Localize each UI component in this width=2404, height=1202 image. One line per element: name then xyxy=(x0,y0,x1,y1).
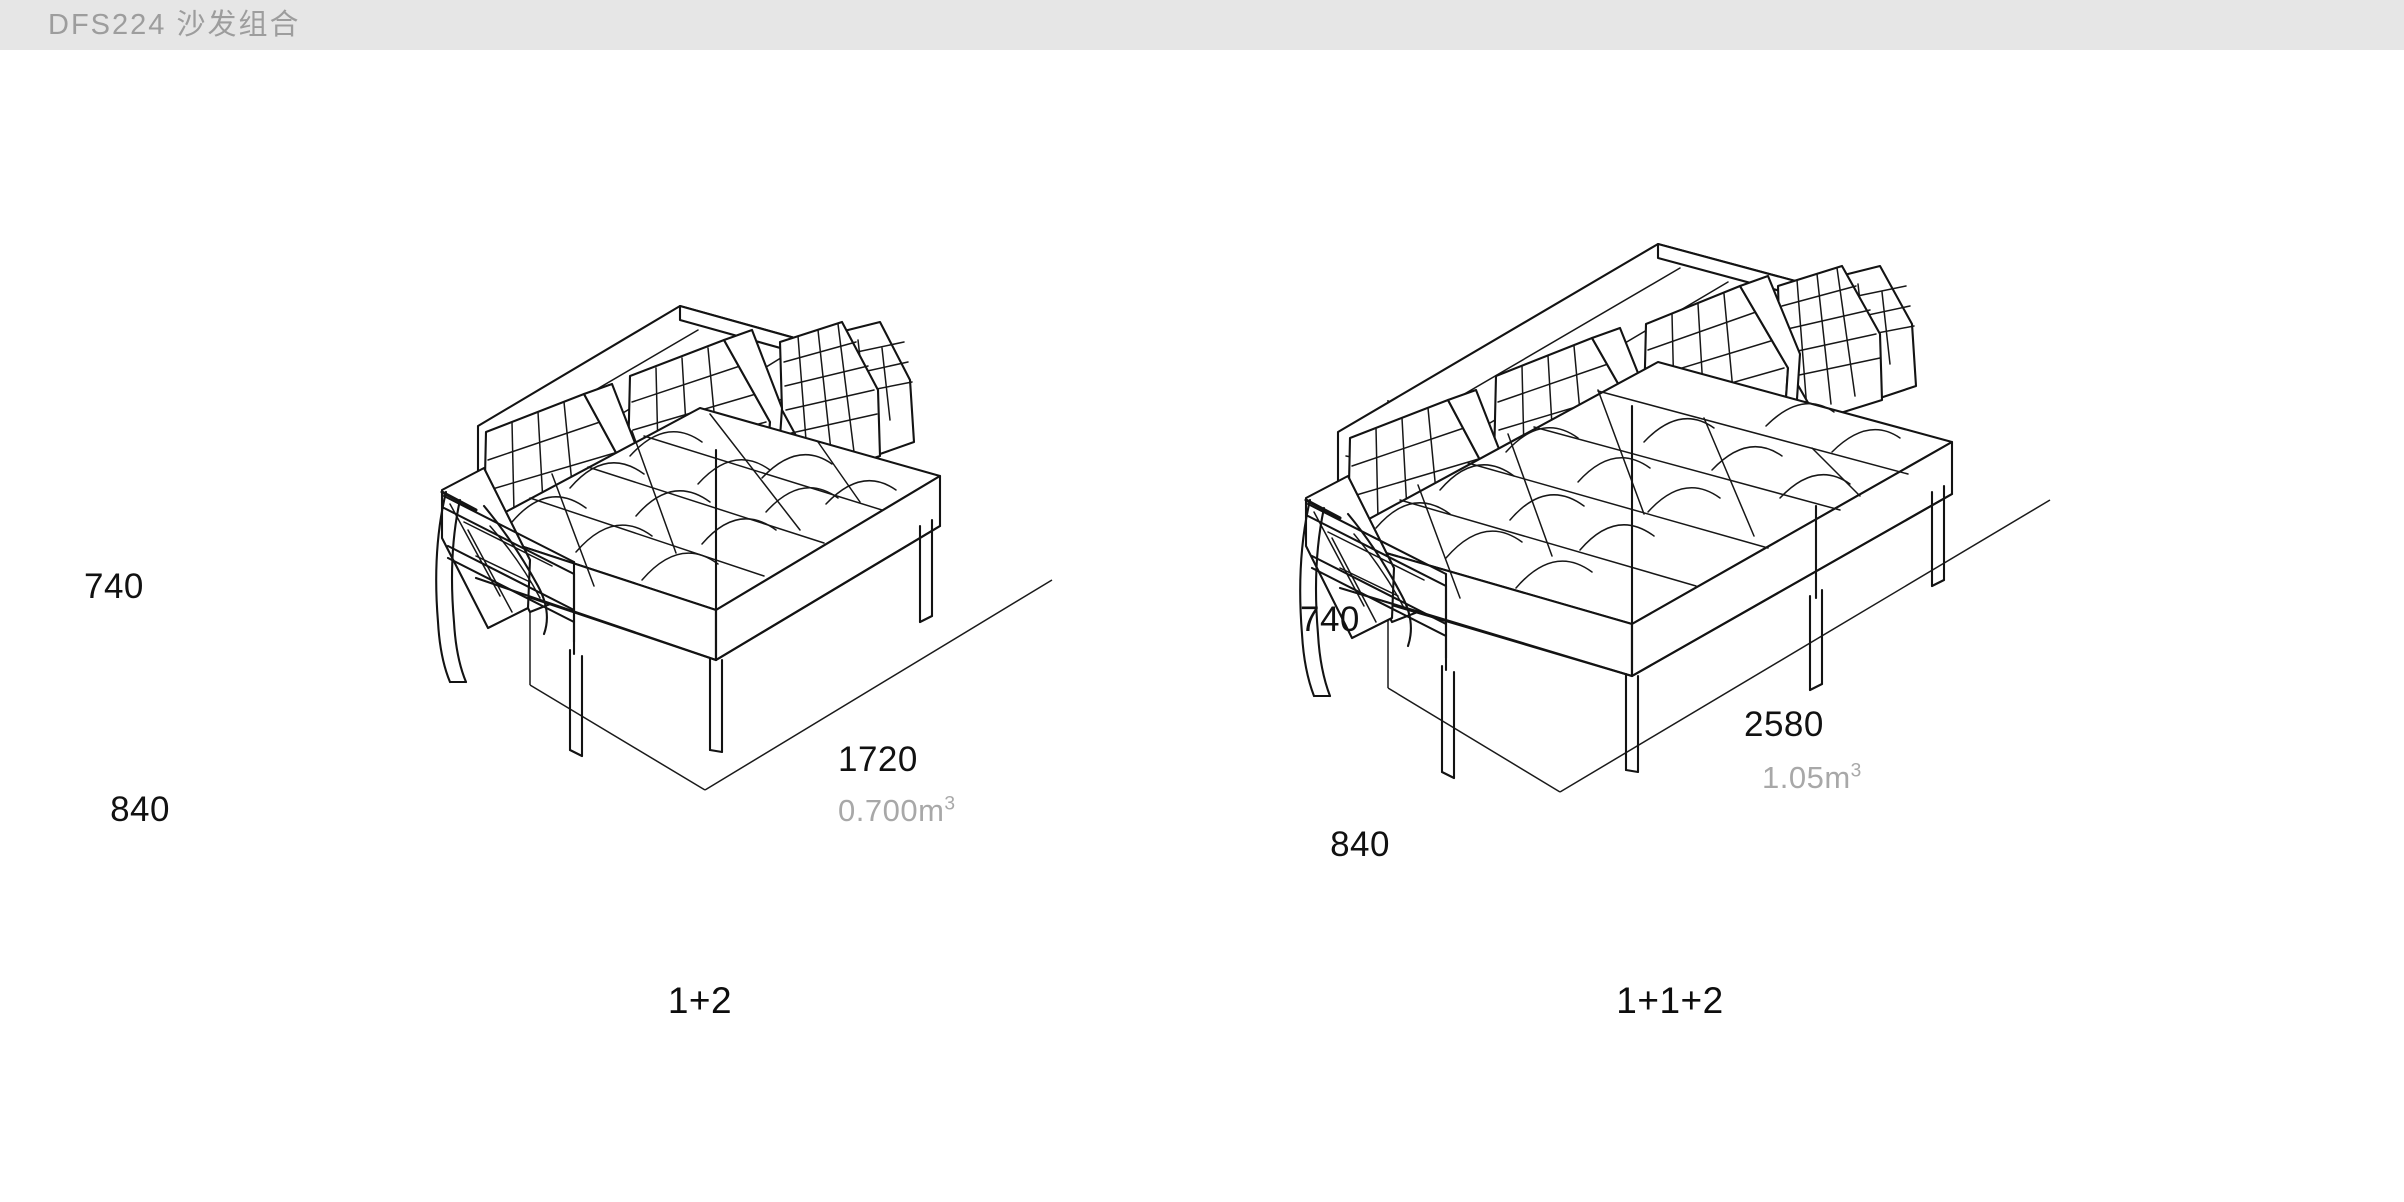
product-figure-1-plus-1-plus-2[interactable] xyxy=(1260,200,2100,870)
page-header-bar: DFS224 沙发组合 xyxy=(0,0,2404,50)
page-title: DFS224 沙发组合 xyxy=(48,9,301,41)
frame-rail-right xyxy=(1630,492,1954,678)
sofa-isometric-line-drawing xyxy=(435,304,1053,791)
frame-rail-right xyxy=(714,524,942,662)
dimension-depth-label-left: 840 xyxy=(110,790,170,829)
volume-value-right: 1.05 xyxy=(1762,760,1825,795)
dimension-width-label-right: 2580 xyxy=(1744,705,1824,744)
frame-rail-front xyxy=(1338,586,1634,678)
dimension-width-label-left: 1720 xyxy=(838,740,918,779)
sofa-isometric-line-drawing xyxy=(1299,242,2051,793)
volume-unit-left: m xyxy=(918,793,945,828)
sofa-body xyxy=(1299,242,1954,780)
product-stage: 740 840 1720 0.700m3 1+2 xyxy=(0,50,2404,1202)
product-caption-left: 1+2 xyxy=(667,980,733,1021)
dimension-height-label-left: 740 xyxy=(84,567,144,606)
volume-exponent-left: 3 xyxy=(944,793,956,815)
volume-unit-right: m xyxy=(1824,760,1851,795)
sofa-legs xyxy=(435,490,934,758)
product-caption-right: 1+1+2 xyxy=(1616,980,1724,1021)
dimension-height-label-right: 740 xyxy=(1300,600,1360,639)
frame-rail-front xyxy=(474,576,718,662)
product-figure-1-plus-2[interactable] xyxy=(380,230,1100,870)
volume-label-right: 1.05m3 xyxy=(1762,760,1862,796)
volume-exponent-right: 3 xyxy=(1850,760,1862,782)
dimension-depth-label-right: 840 xyxy=(1330,825,1390,864)
sofa-body xyxy=(435,304,942,758)
sofa-legs xyxy=(1299,484,1946,780)
volume-label-left: 0.700m3 xyxy=(838,793,956,829)
volume-value-left: 0.700 xyxy=(838,793,919,828)
armrest-left xyxy=(1304,474,1448,672)
